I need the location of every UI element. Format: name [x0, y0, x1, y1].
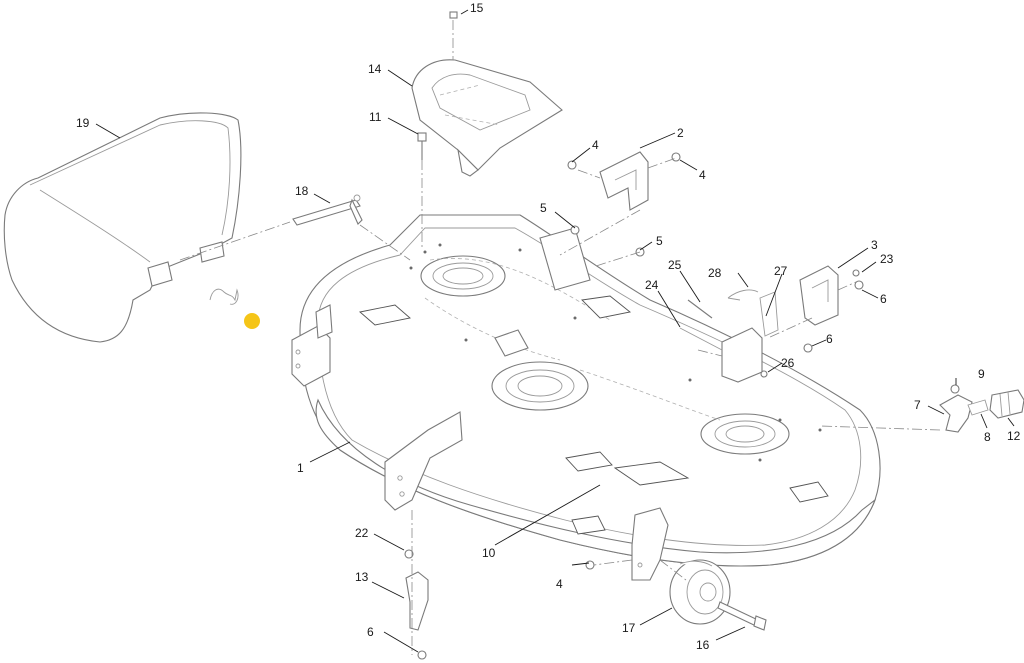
- callout-8: 8: [984, 430, 991, 444]
- gauge-wheel: [669, 559, 731, 625]
- pin-25: [687, 299, 713, 319]
- callout-15: 15: [470, 1, 484, 15]
- grass-deflector: [3, 112, 242, 343]
- callout-1: 1: [297, 461, 304, 475]
- callout-labels: 1 2 3 4 4 4 5 5 6 6 6 7 8 9 10 11 12 13 …: [76, 1, 1021, 652]
- callout-6b: 6: [826, 332, 833, 346]
- callout-5a: 5: [540, 201, 547, 215]
- pivot-rod: [292, 194, 363, 226]
- callout-24: 24: [645, 278, 659, 292]
- callout-25: 25: [668, 258, 682, 272]
- callout-4c: 4: [556, 577, 563, 591]
- wheel-mount-bracket: [631, 507, 669, 581]
- bolt-15: [449, 11, 458, 19]
- callout-10: 10: [482, 546, 496, 560]
- height-adjust-bracket: [679, 291, 779, 383]
- wheel-bolt-16: [717, 601, 767, 631]
- clip-28: [727, 289, 759, 301]
- callout-6c: 6: [367, 625, 374, 639]
- callout-12: 12: [1007, 429, 1021, 443]
- belt-cover: [411, 59, 563, 177]
- callout-3: 3: [871, 238, 878, 252]
- mower-deck-housing: [299, 214, 881, 567]
- callout-5b: 5: [656, 234, 663, 248]
- callout-13: 13: [355, 570, 369, 584]
- callout-6a: 6: [880, 292, 887, 306]
- knob-12: [989, 389, 1024, 419]
- callout-23: 23: [880, 252, 894, 266]
- fitting-8: [967, 399, 989, 416]
- spring: [209, 288, 239, 305]
- mount-bracket-3: [799, 265, 839, 326]
- callout-22: 22: [355, 526, 369, 540]
- callout-26: 26: [781, 356, 795, 370]
- alignment-lines: [179, 20, 941, 655]
- bolt-11: [417, 132, 427, 160]
- callout-17: 17: [622, 621, 636, 635]
- knob-bracket-7: [939, 394, 973, 433]
- callout-4b: 4: [699, 168, 706, 182]
- callout-18: 18: [295, 184, 309, 198]
- bracket-13: [405, 571, 429, 631]
- callout-11: 11: [369, 110, 382, 124]
- leader-lines: [95, 9, 1015, 653]
- bolt-9: [950, 384, 960, 394]
- callout-19: 19: [76, 116, 90, 130]
- callout-4a: 4: [592, 138, 599, 152]
- callout-2: 2: [677, 126, 684, 140]
- callout-9: 9: [978, 367, 985, 381]
- left-hanger-bracket: [291, 304, 333, 387]
- callout-16: 16: [696, 638, 710, 652]
- nuts: [404, 152, 864, 660]
- callout-27: 27: [774, 264, 788, 278]
- front-hanger-bracket: [384, 411, 463, 511]
- callout-14: 14: [368, 62, 382, 76]
- idler-bracket-2: [599, 151, 649, 211]
- callout-7: 7: [914, 398, 921, 412]
- highlight-marker: [244, 313, 260, 329]
- callout-28: 28: [708, 266, 722, 280]
